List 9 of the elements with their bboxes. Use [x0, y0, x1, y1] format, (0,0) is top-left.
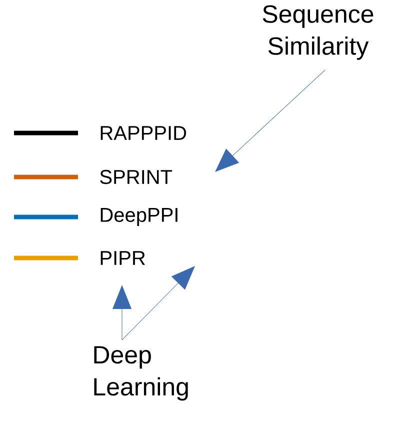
legend-label: PIPR [100, 251, 145, 265]
legend-label: DeepPPI [100, 208, 178, 226]
legend-label: RAPPPID [100, 126, 186, 140]
annotation-text: Deep Learning [94, 346, 188, 401]
arrow [215, 70, 326, 172]
annotation-text: Sequence Similarity [262, 5, 374, 60]
legend-label: SPRINT [100, 170, 172, 184]
arrow [112, 285, 132, 340]
arrow [122, 266, 195, 340]
